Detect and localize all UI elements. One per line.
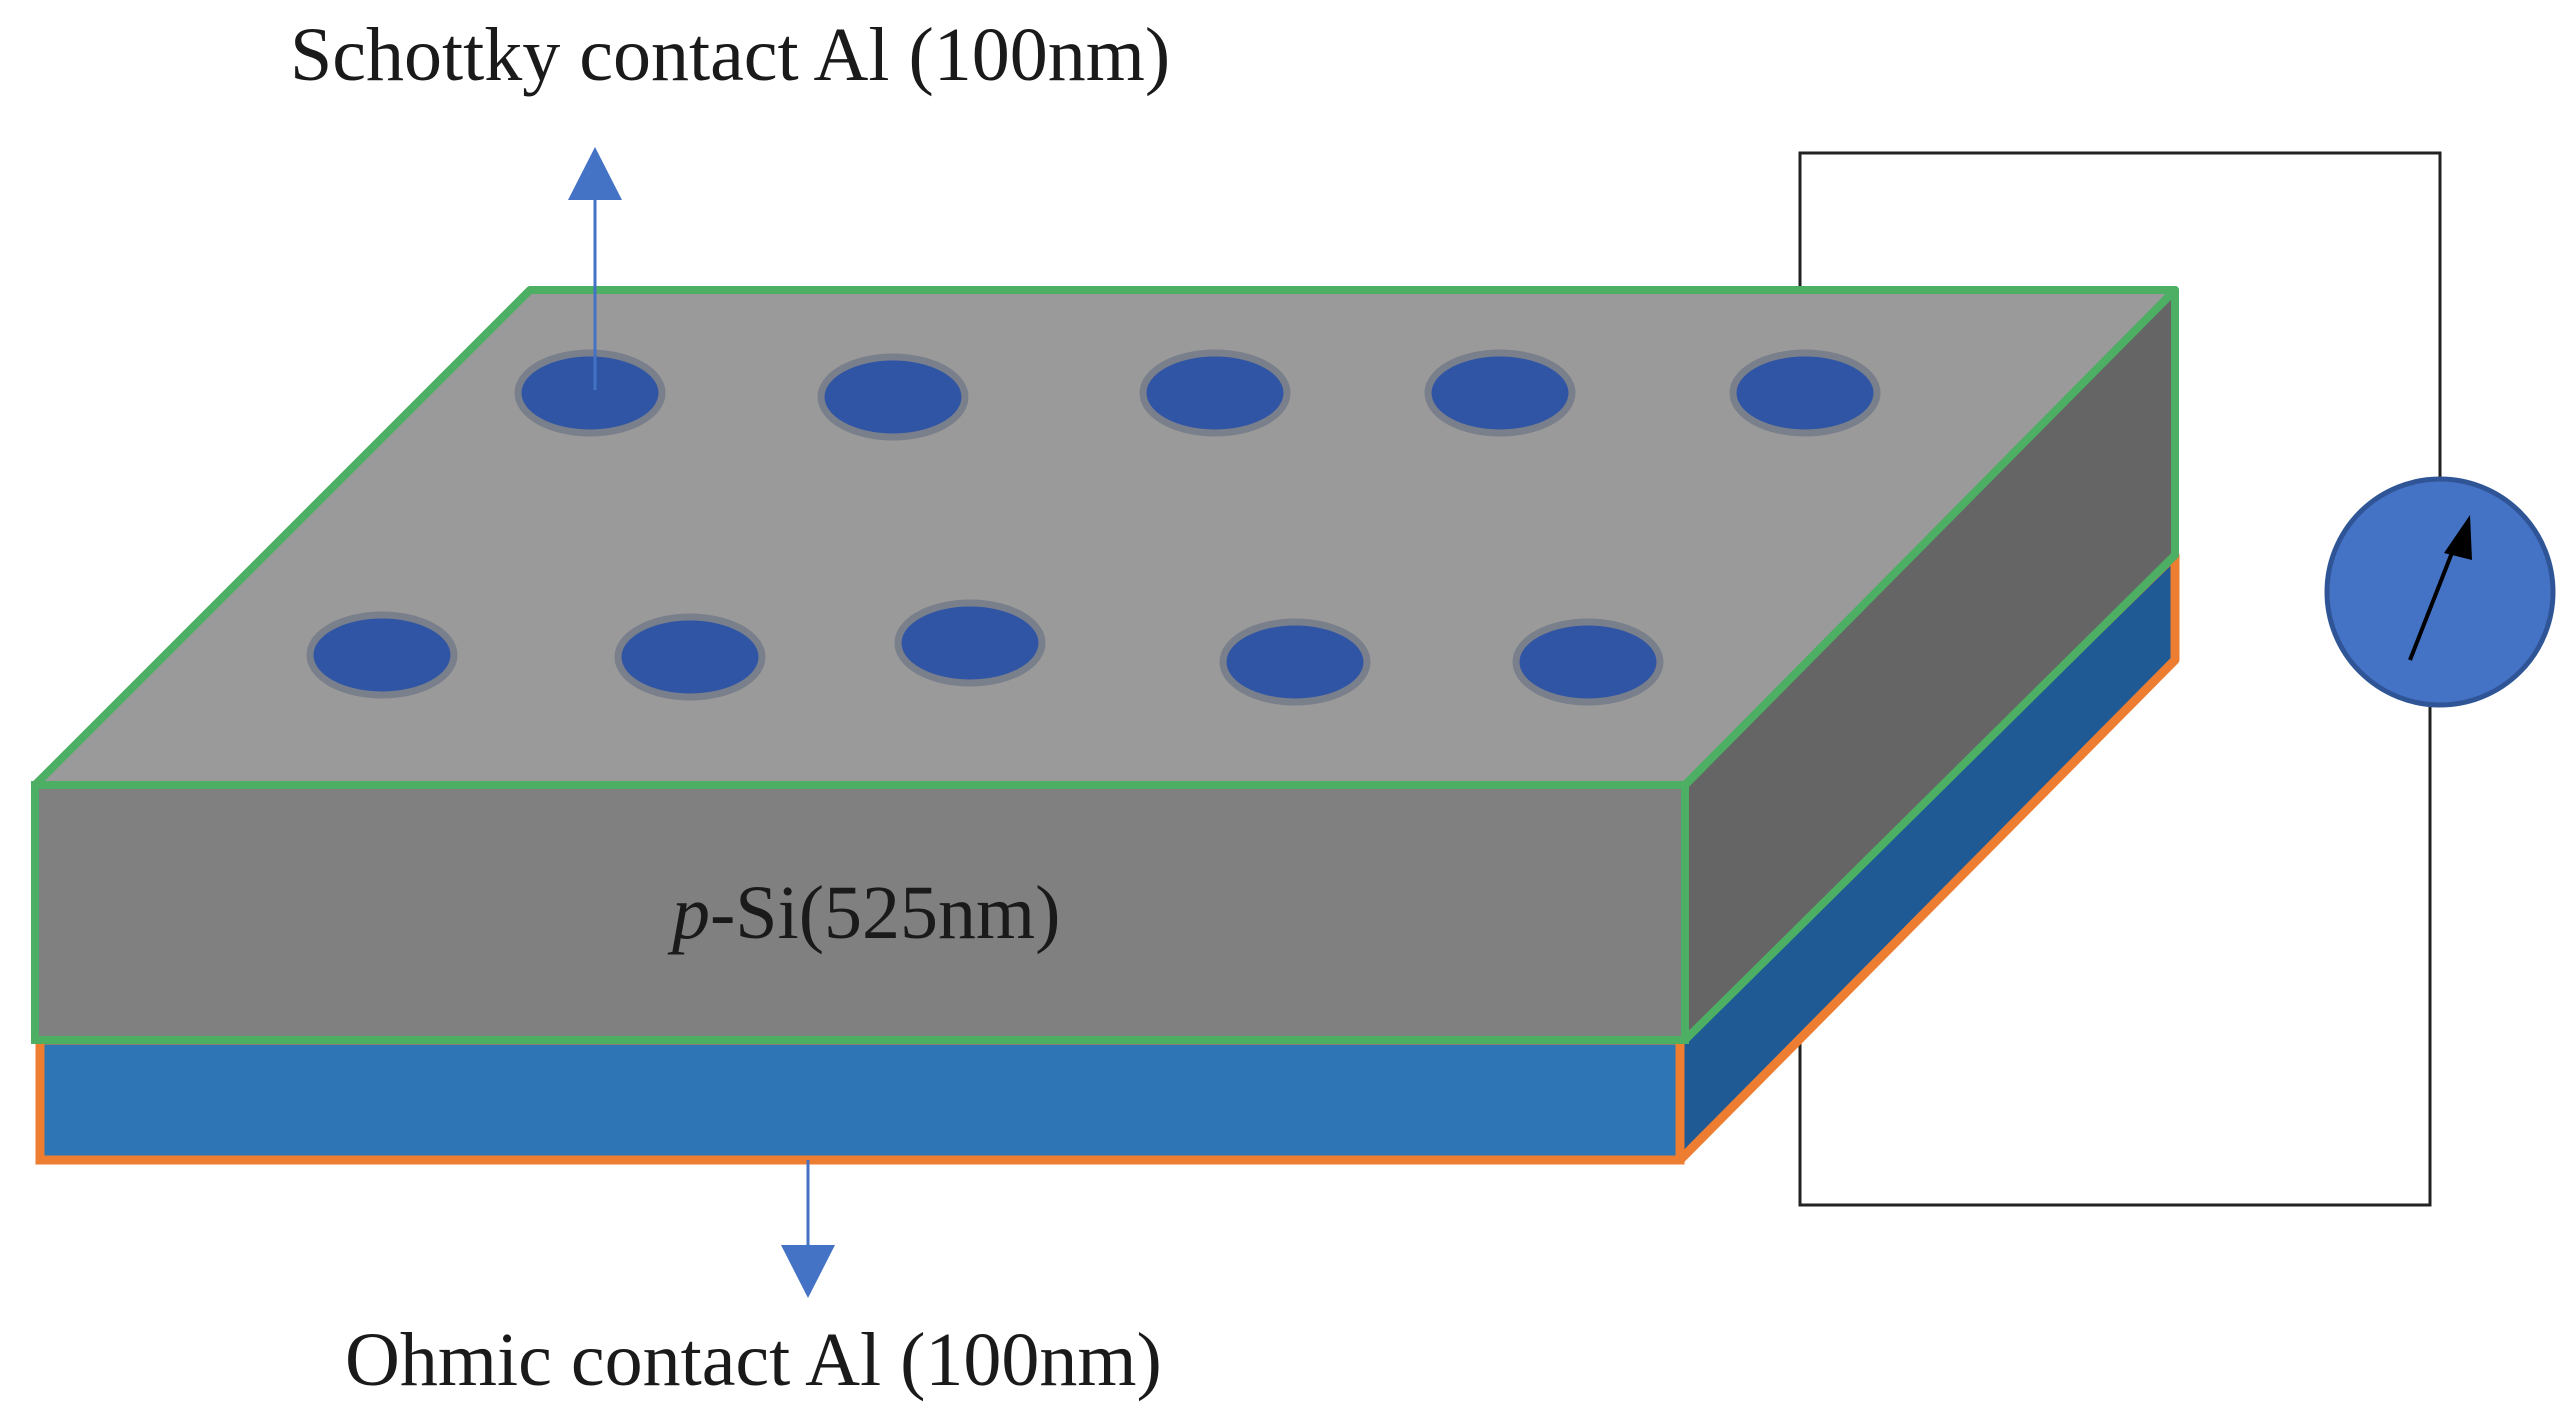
arrow-up-icon: [568, 147, 622, 200]
contact-dot: [514, 349, 666, 437]
contact-dot: [1139, 349, 1291, 437]
contact-dot: [1729, 349, 1881, 437]
schottky-contact-dots: [306, 349, 1881, 706]
wire-top: [1798, 151, 2442, 490]
wire-bottom: [1798, 700, 2432, 1207]
ammeter: [2324, 476, 2556, 708]
substrate-label: p-Si(525nm): [667, 871, 1060, 955]
meter-icon: [2324, 476, 2556, 708]
contact-dot: [306, 611, 458, 699]
contact-dot: [1424, 349, 1576, 437]
contact-dot: [894, 599, 1046, 687]
schottky-label: Schottky contact Al (100nm): [290, 13, 1170, 97]
circuit-wires: [1798, 151, 2442, 1207]
schottky-arrow: [568, 147, 622, 390]
ohmic-arrow: [781, 1160, 835, 1298]
ohmic-contact-layer: [35, 550, 2180, 1165]
substrate-label-prefix: p: [667, 871, 710, 955]
meter-needle-head-icon: [2444, 515, 2472, 560]
contact-dot: [817, 353, 969, 441]
contact-dot: [1219, 618, 1371, 706]
meter-needle: [2408, 544, 2457, 661]
substrate-front-face: [31, 781, 1689, 1044]
substrate-label-rest: -Si(525nm): [710, 871, 1060, 955]
arrow-down-icon: [781, 1245, 835, 1298]
contact-dot: [1512, 618, 1664, 706]
ohmic-label: Ohmic contact Al (100nm): [345, 1318, 1162, 1402]
contact-dot: [614, 613, 766, 701]
ohmic-layer-front: [35, 1035, 1685, 1165]
